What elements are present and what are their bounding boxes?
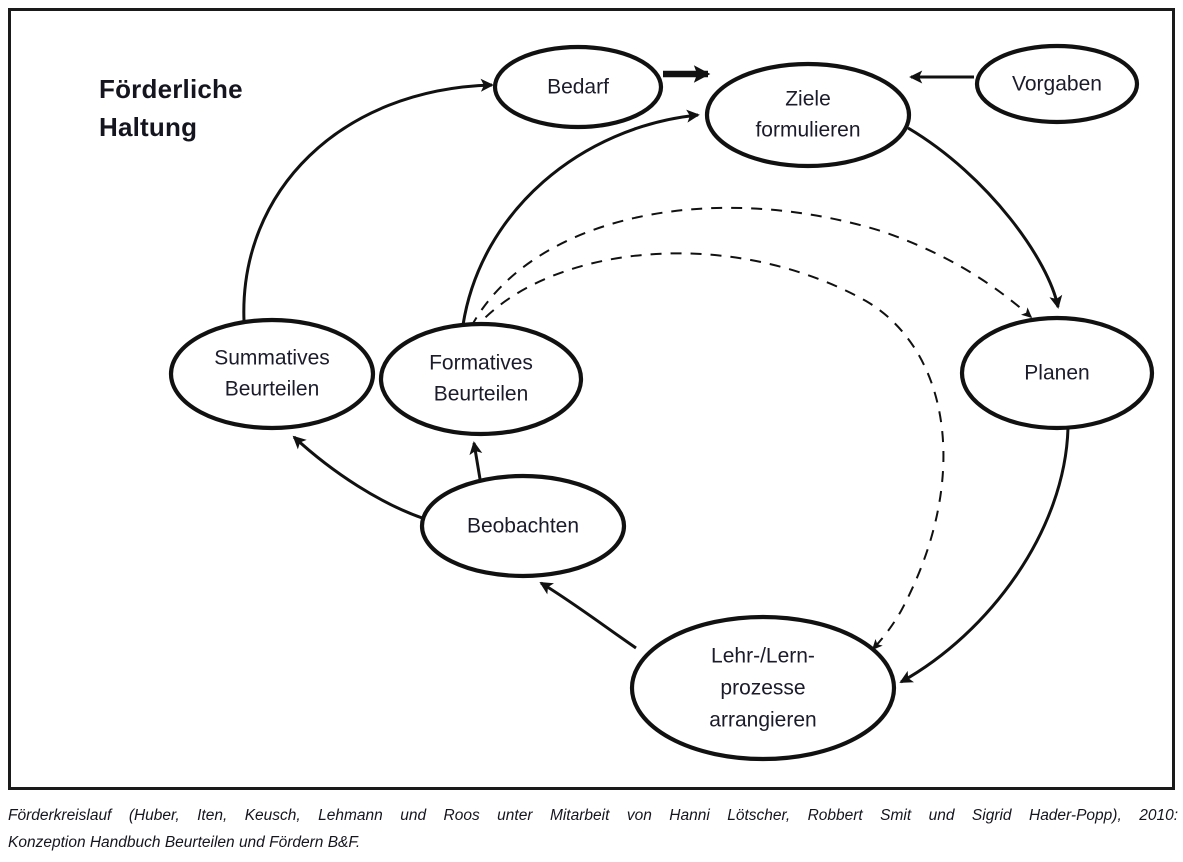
figure-title-line-1: Förderliche: [99, 74, 243, 104]
node-summatives-beurteilen-shape: [168, 317, 376, 431]
figure-caption-line-1: Förderkreislauf (Huber, Iten, Keusch, Le…: [8, 807, 1178, 824]
node-planen-label: Planen: [1024, 362, 1089, 385]
edge-lehrlern-beobachten: [539, 581, 637, 650]
node-formatives-beurteilen-shape: [378, 321, 584, 437]
node-summatives-beurteilen[interactable]: Summatives Beurteilen: [168, 317, 376, 431]
node-lehr-lern-prozesse-label-2: prozesse: [720, 677, 805, 700]
node-bedarf-label: Bedarf: [547, 76, 609, 99]
node-planen[interactable]: Planen: [959, 315, 1155, 431]
node-bedarf[interactable]: Bedarf: [492, 44, 664, 130]
figure-caption-line-2: Konzeption Handbuch Beurteilen und Förde…: [8, 834, 361, 852]
node-ziele-formulieren[interactable]: Ziele formulieren: [704, 61, 912, 169]
figure-title: Förderliche Haltung: [99, 71, 399, 146]
node-vorgaben-label: Vorgaben: [1012, 73, 1102, 96]
edge-formatives-planen-dashed: [470, 206, 1033, 328]
node-vorgaben[interactable]: Vorgaben: [974, 43, 1140, 125]
edge-formatives-lehrlern-dashed: [471, 252, 945, 651]
node-formatives-beurteilen[interactable]: Formatives Beurteilen: [378, 321, 584, 437]
node-formatives-beurteilen-label-1: Formatives: [429, 352, 533, 375]
foerderkreislauf-diagram: Bedarf Ziele formulieren Vorgaben Planen: [168, 43, 1155, 762]
edge-planen-lehrlern: [899, 427, 1070, 684]
edge-ziele-planen: [907, 126, 1063, 309]
node-lehr-lern-prozesse-shape: [629, 614, 897, 762]
node-summatives-beurteilen-label-1: Summatives: [214, 347, 330, 370]
edge-beobachten-summatives: [292, 435, 426, 521]
edge-summatives-bedarf: [242, 78, 494, 322]
node-ziele-formulieren-label-1: Ziele: [785, 88, 831, 111]
figure-caption: Förderkreislauf (Huber, Iten, Keusch, Le…: [8, 802, 1178, 856]
node-ziele-formulieren-shape: [704, 61, 912, 169]
node-lehr-lern-prozesse-label-3: arrangieren: [709, 709, 816, 732]
node-formatives-beurteilen-label-2: Beurteilen: [434, 383, 529, 406]
edge-formatives-ziele: [461, 109, 700, 326]
node-lehr-lern-prozesse-label-1: Lehr-/Lern-: [711, 645, 815, 668]
node-planen-shape: [959, 315, 1155, 431]
edge-beobachten-formatives: [469, 441, 483, 480]
figure-frame: Bedarf Ziele formulieren Vorgaben Planen: [8, 8, 1175, 790]
node-beobachten-shape: [419, 473, 627, 579]
node-summatives-beurteilen-label-2: Beurteilen: [225, 378, 320, 401]
node-ziele-formulieren-label-2: formulieren: [755, 119, 860, 142]
node-bedarf-shape: [492, 44, 664, 130]
node-vorgaben-shape: [974, 43, 1140, 125]
node-lehr-lern-prozesse[interactable]: Lehr-/Lern- prozesse arrangieren: [629, 614, 897, 762]
node-beobachten-label: Beobachten: [467, 515, 579, 538]
node-beobachten[interactable]: Beobachten: [419, 473, 627, 579]
figure-title-line-2: Haltung: [99, 111, 198, 142]
